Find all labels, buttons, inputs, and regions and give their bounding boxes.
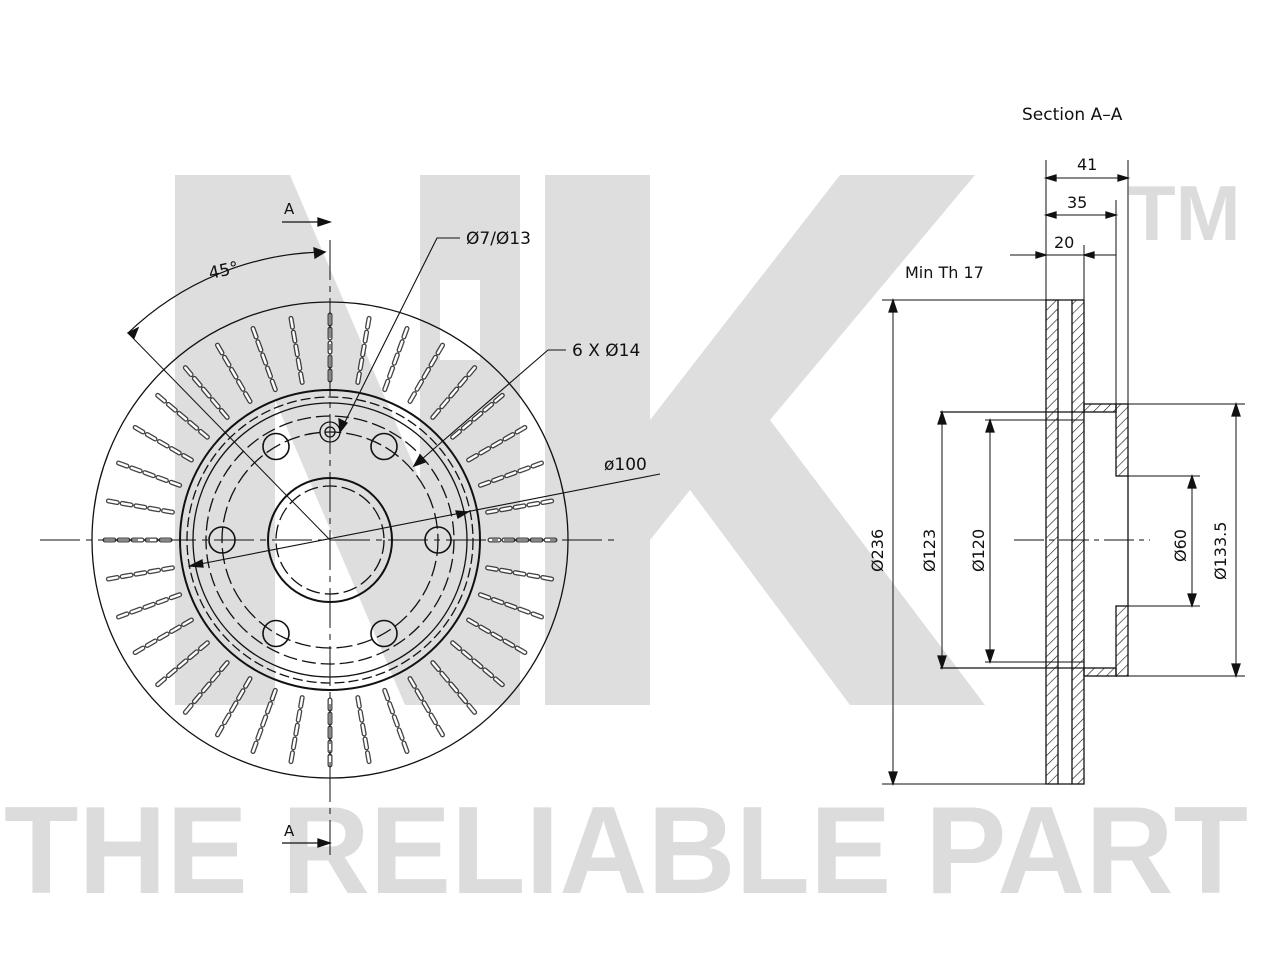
arrows-60 xyxy=(1187,473,1197,609)
bolt-hole xyxy=(370,432,398,461)
watermark: TM THE RELIABLE PART xyxy=(4,169,1248,920)
dia-label-60: Ø60 xyxy=(1171,529,1190,562)
vent-slot xyxy=(183,365,229,419)
vent-slot xyxy=(467,618,527,655)
bolt-hole xyxy=(370,619,398,648)
hole-count-leader xyxy=(413,349,566,467)
vent-slot xyxy=(116,593,181,619)
inner-friction-plate xyxy=(1071,299,1085,785)
vent-slot xyxy=(215,343,252,403)
pcd-leader xyxy=(189,473,661,567)
vent-slot xyxy=(451,641,505,687)
vent-slot xyxy=(383,689,409,754)
vent-slot xyxy=(383,326,409,391)
nk-logo xyxy=(175,175,985,705)
section-marker-top-label: A xyxy=(284,200,295,218)
vent-slot xyxy=(155,641,209,687)
vent-slot xyxy=(408,343,445,403)
vent-slot xyxy=(106,566,174,581)
arrows-123 xyxy=(937,409,947,671)
vent-slot xyxy=(356,316,371,384)
angle-ray xyxy=(127,332,331,541)
section-view-labels: Section A–A 41 35 20 Min Th 17 Ø236 Ø123… xyxy=(868,105,1230,580)
angle-arrow-left xyxy=(126,326,140,340)
vent-slot xyxy=(467,425,527,462)
min-thickness-label: Min Th 17 xyxy=(905,263,984,282)
angle-arrow-right xyxy=(313,247,327,260)
vent-slot xyxy=(116,461,181,487)
vent-slot xyxy=(408,677,445,737)
vent-slot xyxy=(479,461,544,487)
section-marker-bottom-label: A xyxy=(284,822,295,840)
pcd-label: ø100 xyxy=(604,455,647,475)
bolt-hole-leader-arrow xyxy=(338,417,348,434)
pcd-leader-arrow-right xyxy=(455,510,471,519)
arrows-35 xyxy=(1043,211,1119,219)
arrows-41 xyxy=(1043,174,1131,182)
ventilation-slots xyxy=(101,311,559,769)
dia-label-133-5: Ø133.5 xyxy=(1211,522,1230,580)
hole-count-leader-arrow xyxy=(412,453,427,468)
hat-bottom-wall xyxy=(1083,667,1117,677)
arrows-20-minth xyxy=(1035,251,1095,259)
hat-face-top xyxy=(1115,403,1129,477)
hat-top-wall xyxy=(1083,403,1117,413)
slogan-text: THE RELIABLE PART xyxy=(4,782,1248,920)
outer-friction-plate xyxy=(1045,299,1059,785)
vent-slot xyxy=(451,393,505,439)
vent-slot xyxy=(106,499,174,514)
bolt-hole xyxy=(262,619,290,648)
dim-label-20: 20 xyxy=(1054,233,1074,252)
section-title: Section A–A xyxy=(1022,105,1123,125)
vent-slot xyxy=(486,499,554,514)
section-marker-bottom-arrow xyxy=(317,838,333,848)
vent-slot xyxy=(251,326,277,391)
vent-slot xyxy=(431,661,477,715)
vent-slot xyxy=(133,425,193,462)
hat-face-bottom xyxy=(1115,605,1129,677)
vent-slot xyxy=(215,677,252,737)
dim-label-41: 41 xyxy=(1077,155,1097,174)
vent-slot xyxy=(479,593,544,619)
bolt-hole-leader xyxy=(339,237,460,433)
bolt-hole-label: Ø7/Ø13 xyxy=(466,229,531,249)
vent-slot xyxy=(289,696,304,764)
angle-arc xyxy=(127,251,326,334)
arrows-120 xyxy=(985,417,995,665)
dia-label-120: Ø120 xyxy=(969,529,988,572)
vent-slot xyxy=(183,661,229,715)
hole-count-label: 6 X Ø14 xyxy=(572,341,640,361)
vent-slot xyxy=(356,696,371,764)
section-marker-top-arrow xyxy=(317,217,333,227)
trademark-text: TM xyxy=(1128,169,1241,257)
vent-slot xyxy=(486,566,554,581)
arrows-133-5 xyxy=(1231,401,1241,679)
dim-label-35: 35 xyxy=(1067,193,1087,212)
dia-label-123: Ø123 xyxy=(920,529,939,572)
pcd-leader-arrow-left xyxy=(187,559,204,568)
disc-front-view xyxy=(40,217,661,855)
vent-slot xyxy=(155,393,209,439)
disc-section-view xyxy=(882,160,1245,787)
bolt-hole xyxy=(262,432,290,461)
dia-label-236: Ø236 xyxy=(868,529,887,572)
vent-slot xyxy=(133,618,193,655)
arrows-236 xyxy=(888,297,898,787)
vent-slot xyxy=(251,689,277,754)
vent-slot xyxy=(289,316,304,384)
vent-slot xyxy=(431,365,477,419)
vent-gap-edges xyxy=(1058,299,1072,785)
